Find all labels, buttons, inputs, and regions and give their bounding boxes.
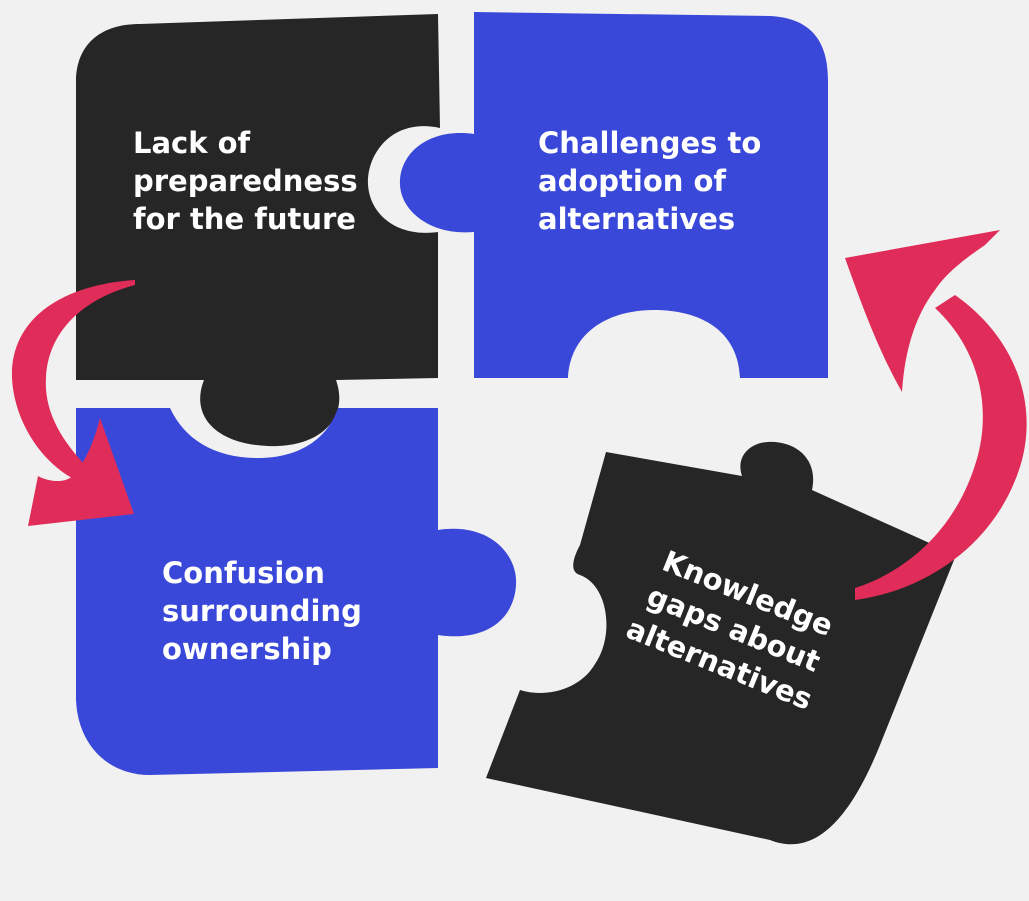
arrow-head-right	[845, 230, 1000, 392]
puzzle-piece-bottom-right	[486, 441, 956, 845]
puzzle-piece-bottom-left	[76, 408, 517, 775]
puzzle-piece-top-right	[399, 12, 828, 378]
label-line: preparedness	[133, 164, 358, 198]
label-line: ownership	[162, 632, 332, 666]
label-line: Challenges to	[538, 126, 762, 160]
label-challenges-to-adoption: Challenges to adoption of alternatives	[538, 124, 761, 238]
curved-arrow-right	[855, 295, 1027, 600]
label-confusion-surrounding-ownership: Confusion surrounding ownership	[162, 554, 362, 668]
arrow-head-left	[28, 418, 134, 526]
label-line: adoption of	[538, 164, 727, 198]
label-lack-of-preparedness: Lack of preparedness for the future	[133, 124, 358, 238]
label-line: Confusion	[162, 556, 325, 590]
label-line: alternatives	[538, 202, 736, 236]
label-line: surrounding	[162, 594, 362, 628]
label-line: Lack of	[133, 126, 251, 160]
label-line: for the future	[133, 202, 356, 236]
curved-arrow-left	[11, 280, 135, 478]
puzzle-piece-top-left	[76, 14, 440, 447]
